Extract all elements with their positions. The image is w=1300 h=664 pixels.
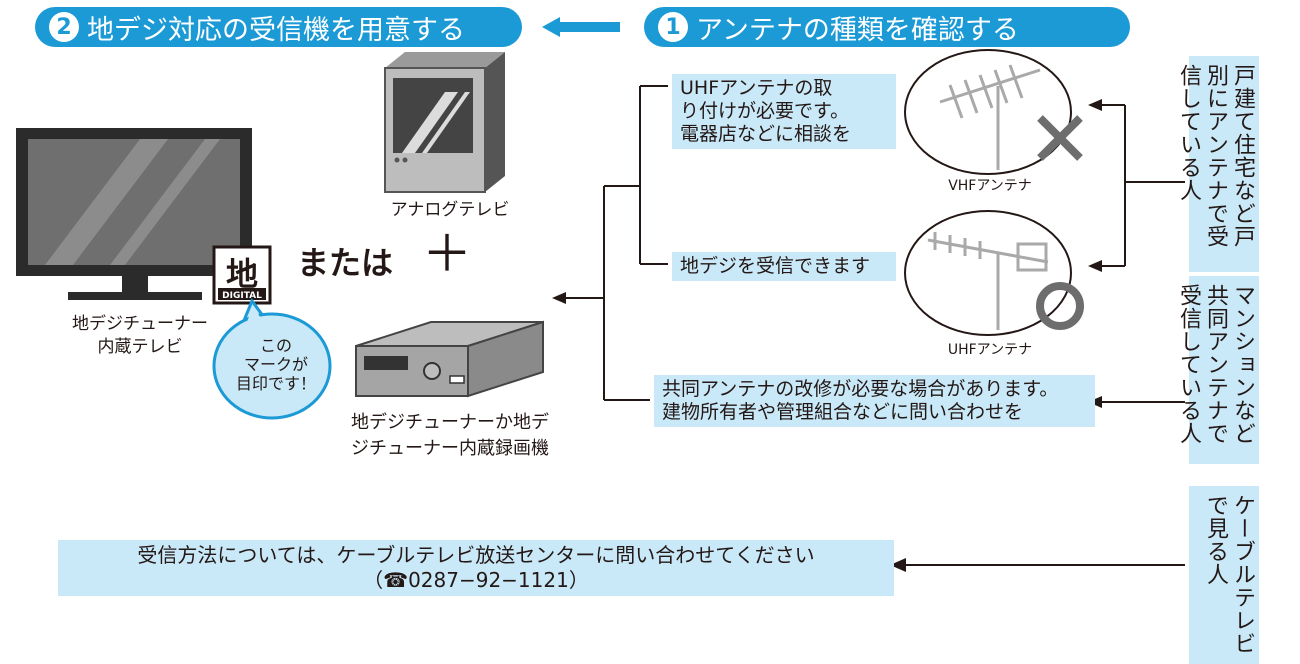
connector-lines (565, 85, 1185, 566)
tv-caption: 地デジチューナー 内蔵テレビ (40, 313, 240, 359)
analog-tv-caption: アナログテレビ (390, 200, 510, 220)
shared-antenna-message: 共同アンテナの改修が必要な場合があります。 建物所有者や管理組合などに問い合わせ… (654, 375, 1095, 427)
cable-line1: 受信方法については、ケーブルテレビ放送センターに問い合わせてください (137, 543, 815, 567)
vhf-antenna-icon (904, 49, 1083, 175)
step1-label: アンテナの種類を確認する (696, 14, 1019, 46)
step1-header: 1 アンテナの種類を確認する (644, 7, 1130, 47)
plus-sign: ＋ (422, 225, 472, 283)
cable-message: 受信方法については、ケーブルテレビ放送センターに問い合わせてください （☎028… (58, 540, 894, 596)
step1-number: 1 (658, 12, 688, 42)
step2-number: 2 (49, 12, 79, 42)
tv-caption-line1: 地デジチューナー (72, 314, 208, 334)
speech-bubble (212, 297, 332, 420)
recorder-icon (355, 320, 544, 398)
bubble-line1: この (259, 336, 292, 355)
uhf-needed-line1: UHFアンテナの取 (680, 77, 833, 99)
step2-label: 地デジ対応の受信機を用意する (87, 14, 465, 46)
vhf-label: VHFアンテナ (948, 178, 1032, 194)
category-house: 戸建て住宅など戸別にアンテナで受信している人 (1176, 56, 1259, 272)
cable-line2: （☎0287−92−1121） (363, 568, 589, 592)
uhf-needed-line3: 電器店などに相談を (680, 123, 852, 145)
uhf-label: UHFアンテナ (947, 342, 1033, 358)
step-arrow-icon (542, 17, 620, 37)
svg-text:地: 地 (226, 255, 258, 293)
svg-text:DIGITAL: DIGITAL (222, 291, 262, 301)
digital-mark-icon: 地 DIGITAL (212, 245, 272, 305)
arrowheads (552, 99, 1102, 572)
bubble-text: この マークが 目印です！ (230, 336, 322, 393)
can-receive-message: 地デジを受信できます (672, 252, 896, 281)
shared-line1: 共同アンテナの改修が必要な場合があります。 (662, 378, 1059, 400)
shared-line2: 建物所有者や管理組合などに問い合わせを (662, 401, 1024, 423)
uhf-needed-line2: り付けが必要です。 (680, 100, 850, 122)
crt-tv-icon (384, 52, 505, 193)
recorder-caption: 地デジチューナーか地デ ジチューナー内蔵録画機 (330, 410, 570, 462)
recorder-caption-line1: 地デジチューナーか地デ (351, 412, 549, 433)
recorder-caption-line2: ジチューナー内蔵録画機 (351, 438, 549, 459)
bubble-line2: マークが (243, 355, 308, 374)
or-label: または (297, 244, 394, 282)
uhf-antenna-icon (904, 210, 1084, 336)
category-mansion: マンションなど共同アンテナで受信している人 (1176, 276, 1259, 464)
step2-header: 2 地デジ対応の受信機を用意する (35, 7, 522, 47)
uhf-needed-message: UHFアンテナの取 り付けが必要です。 電器店などに相談を (672, 74, 896, 149)
category-cable: ケーブルテレビで見る人 (1189, 486, 1259, 664)
bubble-line3: 目印です！ (235, 374, 316, 393)
tv-caption-line2: 内蔵テレビ (97, 337, 183, 357)
flat-tv-icon (16, 128, 252, 300)
